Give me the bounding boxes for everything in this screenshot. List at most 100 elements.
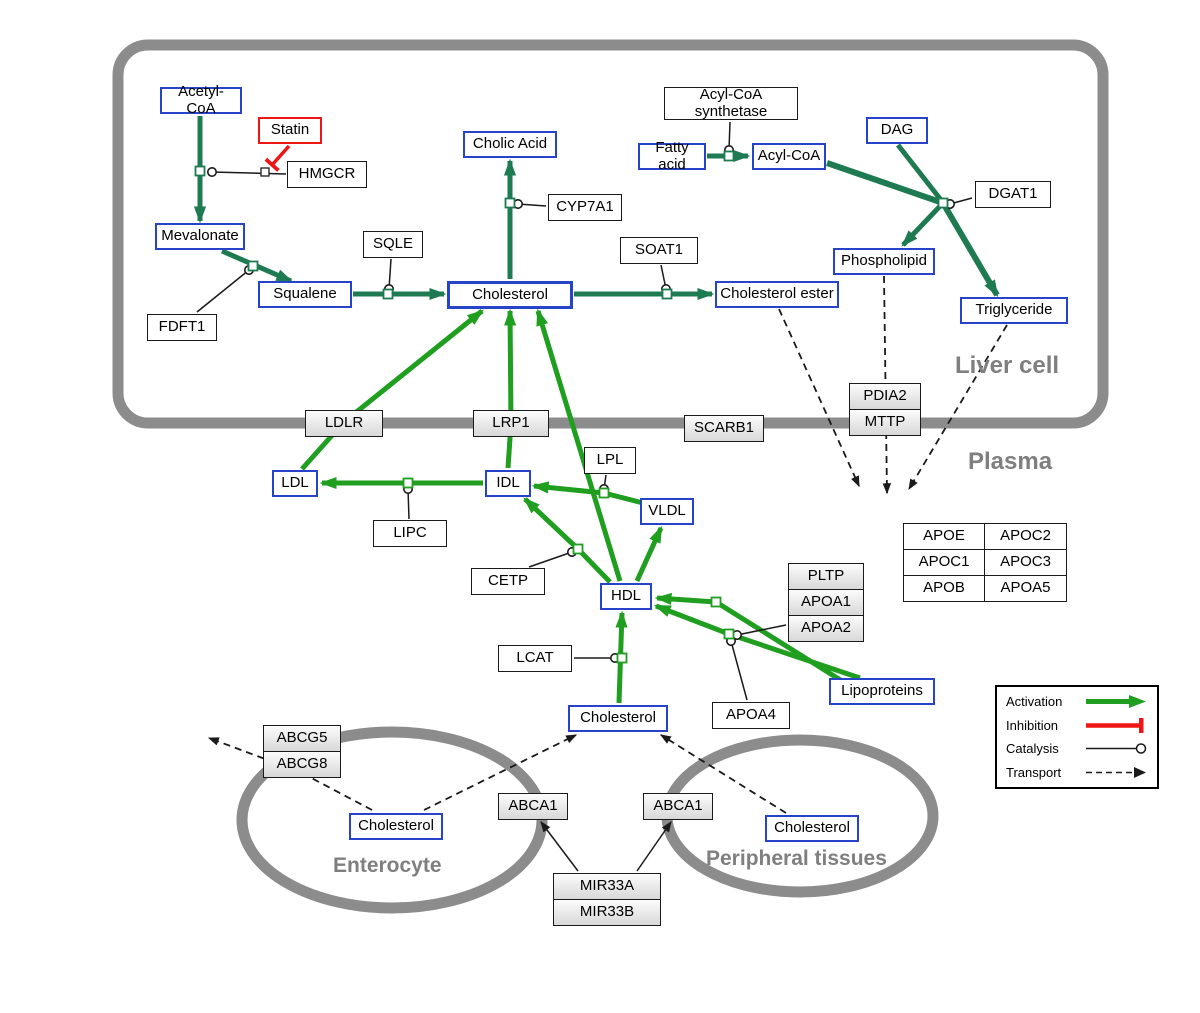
edge-hmgcr-catalysis — [207, 167, 287, 177]
edge-acylcoa-triglyceride — [826, 160, 1000, 298]
edge-hdl-uptake — [535, 308, 623, 582]
activation-arrow-icon — [1086, 695, 1146, 708]
legend-catalysis-label: Catalysis — [1006, 741, 1059, 757]
edge-acylcoasynthetase-catalysis — [724, 121, 734, 155]
edge-apoa4-catalysis — [726, 636, 748, 701]
abca1-left[interactable]: ABCA1 — [498, 793, 568, 820]
pdia2[interactable]: PDIA2 — [849, 383, 921, 410]
cetp[interactable]: CETP — [471, 568, 545, 595]
cholesterol-peripheral[interactable]: Cholesterol — [765, 815, 859, 842]
lrp1[interactable]: LRP1 — [473, 410, 549, 437]
cholic-acid[interactable]: Cholic Acid — [463, 131, 557, 158]
edge-cetp-catalysis — [528, 547, 577, 568]
edge-mir33-abca1-right — [636, 820, 672, 872]
lipoproteins[interactable]: Lipoproteins — [829, 678, 935, 705]
fatty-acid[interactable]: Fatty acid — [638, 140, 706, 172]
edge-enterocyte-abcg-transport — [207, 737, 373, 811]
fdft1[interactable]: FDFT1 — [147, 314, 217, 341]
edge-triglyceride-transport — [908, 324, 1008, 491]
edge-ldl-uptake-ldlr — [300, 309, 484, 471]
edge-cholesterolester-transport — [778, 308, 860, 488]
vldl[interactable]: VLDL — [640, 498, 694, 525]
apoc2[interactable]: APOC2 — [984, 523, 1067, 550]
pltp[interactable]: PLTP — [788, 563, 864, 590]
soat1[interactable]: SOAT1 — [620, 237, 698, 264]
rx-dgat1 — [937, 197, 949, 209]
mevalonate[interactable]: Mevalonate — [155, 223, 245, 250]
edge-cyp7a1-catalysis — [513, 199, 547, 209]
triglyceride[interactable]: Triglyceride — [960, 297, 1068, 324]
abca1-right[interactable]: ABCA1 — [643, 793, 713, 820]
rx-acs — [723, 150, 735, 162]
lcat[interactable]: LCAT — [498, 645, 572, 672]
plasma-label: Plasma — [968, 448, 1053, 475]
legend-transport-label: Transport — [1006, 764, 1062, 780]
lpl[interactable]: LPL — [584, 447, 636, 474]
cholesterol-liver[interactable]: Cholesterol — [447, 281, 573, 309]
legend-row-inhibition: Inhibition — [1006, 717, 1148, 733]
rx-lipo1 — [710, 596, 722, 608]
legend: Activation Inhibition Catalysis Transpor… — [995, 685, 1159, 789]
rx-lcat — [616, 652, 628, 664]
liver-cell-membrane — [112, 39, 1109, 429]
cholesterol-ester[interactable]: Cholesterol ester — [715, 281, 839, 308]
acetyl-coa[interactable]: Acetyl-CoA — [160, 84, 242, 116]
mttp[interactable]: MTTP — [849, 409, 921, 436]
rx-lipc — [402, 477, 414, 489]
apoa4[interactable]: APOA4 — [712, 702, 790, 729]
apoc1[interactable]: APOC1 — [903, 549, 985, 576]
transport-dashed-arrow-icon — [1086, 766, 1146, 778]
edge-lipc-catalysis — [403, 484, 413, 520]
idl[interactable]: IDL — [485, 470, 531, 497]
legend-inhibition-label: Inhibition — [1006, 717, 1059, 733]
hdl[interactable]: HDL — [600, 583, 652, 610]
abcg5[interactable]: ABCG5 — [263, 725, 341, 752]
rx-hmgcr — [194, 165, 206, 177]
rx-cyp7a1 — [504, 197, 516, 209]
mir33b[interactable]: MIR33B — [553, 899, 661, 926]
rx-lpl — [598, 487, 610, 499]
enterocyte-membrane — [236, 726, 548, 914]
acyl-coa[interactable]: Acyl-CoA — [752, 143, 826, 170]
acyl-coa-synthetase[interactable]: Acyl-CoA synthetase — [664, 87, 798, 120]
squalene[interactable]: Squalene — [258, 281, 352, 308]
edge-peripheral-abca1-transport — [659, 734, 787, 814]
port-hmgcr — [260, 167, 270, 177]
statin[interactable]: Statin — [258, 117, 322, 144]
rx-lipo2 — [723, 628, 735, 640]
dag[interactable]: DAG — [866, 117, 928, 144]
apoa1[interactable]: APOA1 — [788, 589, 864, 616]
lipc[interactable]: LIPC — [373, 520, 447, 547]
sqle[interactable]: SQLE — [363, 231, 423, 258]
apoe[interactable]: APOE — [903, 523, 985, 550]
hmgcr[interactable]: HMGCR — [287, 161, 367, 188]
reaction-nodes-layer — [194, 150, 949, 664]
apoc3[interactable]: APOC3 — [984, 549, 1067, 576]
phospholipid[interactable]: Phospholipid — [833, 248, 935, 275]
abcg8[interactable]: ABCG8 — [263, 751, 341, 778]
scarb1[interactable]: SCARB1 — [684, 415, 764, 442]
ldlr[interactable]: LDLR — [305, 410, 383, 437]
edge-soat1-catalysis — [660, 264, 671, 294]
enterocyte-label: Enterocyte — [333, 854, 442, 877]
edge-lpl-catalysis — [599, 474, 609, 494]
edge-junction-phospholipid — [901, 201, 945, 247]
apoa2[interactable]: APOA2 — [788, 615, 864, 642]
apob[interactable]: APOB — [903, 575, 985, 602]
edge-idl-uptake-lrp1 — [504, 308, 517, 469]
dgat1[interactable]: DGAT1 — [975, 181, 1051, 208]
cholesterol-enterocyte[interactable]: Cholesterol — [349, 813, 443, 840]
cholesterol-plasma[interactable]: Cholesterol — [568, 705, 668, 732]
rx-cetp — [572, 543, 584, 555]
edge-sqle-catalysis — [384, 258, 394, 294]
edge-enterocyte-abca1-transport — [423, 734, 578, 811]
mir33a[interactable]: MIR33A — [553, 873, 661, 900]
cyp7a1[interactable]: CYP7A1 — [548, 194, 622, 221]
legend-row-transport: Transport — [1006, 765, 1148, 780]
apoa5[interactable]: APOA5 — [984, 575, 1067, 602]
ldl[interactable]: LDL — [272, 470, 318, 497]
edge-vldl-idl — [531, 481, 644, 506]
rx-soat1 — [661, 288, 673, 300]
edge-apostack-catalysis — [732, 624, 787, 640]
